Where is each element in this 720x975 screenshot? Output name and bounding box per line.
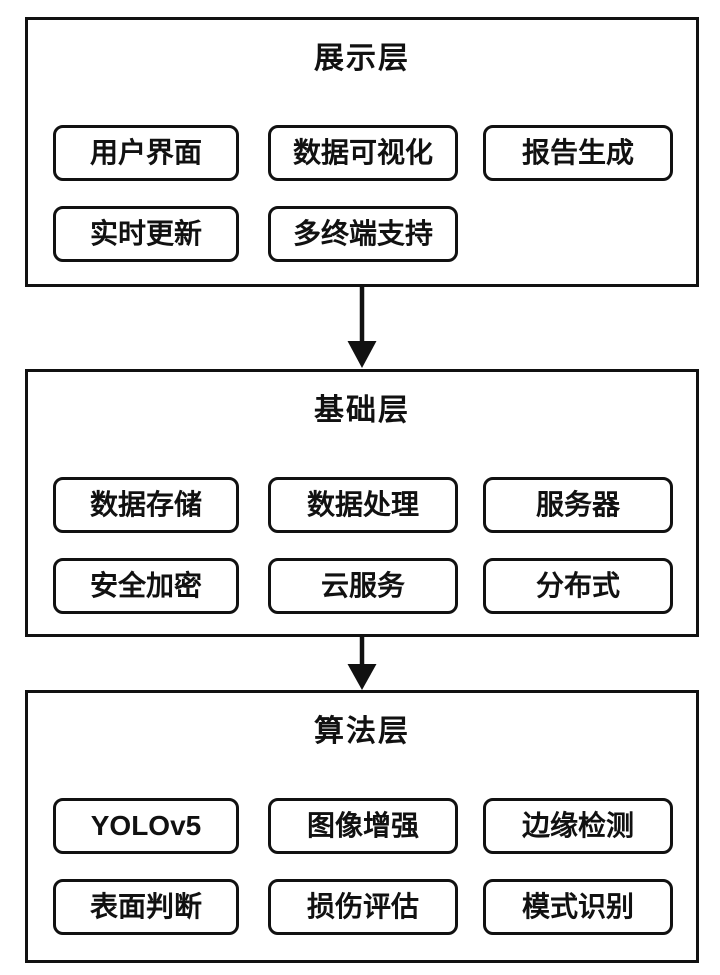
node-image-enhancement: 图像增强: [268, 798, 458, 854]
arrow-foundation-to-algorithm: [347, 637, 377, 690]
node-multi-terminal-support: 多终端支持: [268, 206, 458, 262]
layer-foundation: 基础层 数据存储 数据处理 服务器 安全加密 云服务 分布式: [25, 369, 699, 637]
node-user-interface: 用户界面: [53, 125, 239, 181]
node-edge-detection: 边缘检测: [483, 798, 673, 854]
arrow-presentation-to-foundation: [347, 287, 377, 368]
node-yolov5: YOLOv5: [53, 798, 239, 854]
node-data-visualization: 数据可视化: [268, 125, 458, 181]
layer-algorithm: 算法层 YOLOv5 图像增强 边缘检测 表面判断 损伤评估 模式识别: [25, 690, 699, 963]
node-report-generation: 报告生成: [483, 125, 673, 181]
node-realtime-update: 实时更新: [53, 206, 239, 262]
layer-presentation: 展示层 用户界面 数据可视化 报告生成 实时更新 多终端支持: [25, 17, 699, 287]
node-cloud-service: 云服务: [268, 558, 458, 614]
node-security-encryption: 安全加密: [53, 558, 239, 614]
layer-presentation-title: 展示层: [314, 42, 410, 75]
layer-foundation-title: 基础层: [314, 394, 410, 427]
node-distributed: 分布式: [483, 558, 673, 614]
node-data-storage: 数据存储: [53, 477, 239, 533]
node-pattern-recognition: 模式识别: [483, 879, 673, 935]
node-damage-assessment: 损伤评估: [268, 879, 458, 935]
layer-algorithm-title: 算法层: [314, 715, 410, 748]
node-server: 服务器: [483, 477, 673, 533]
node-surface-judgment: 表面判断: [53, 879, 239, 935]
node-data-processing: 数据处理: [268, 477, 458, 533]
